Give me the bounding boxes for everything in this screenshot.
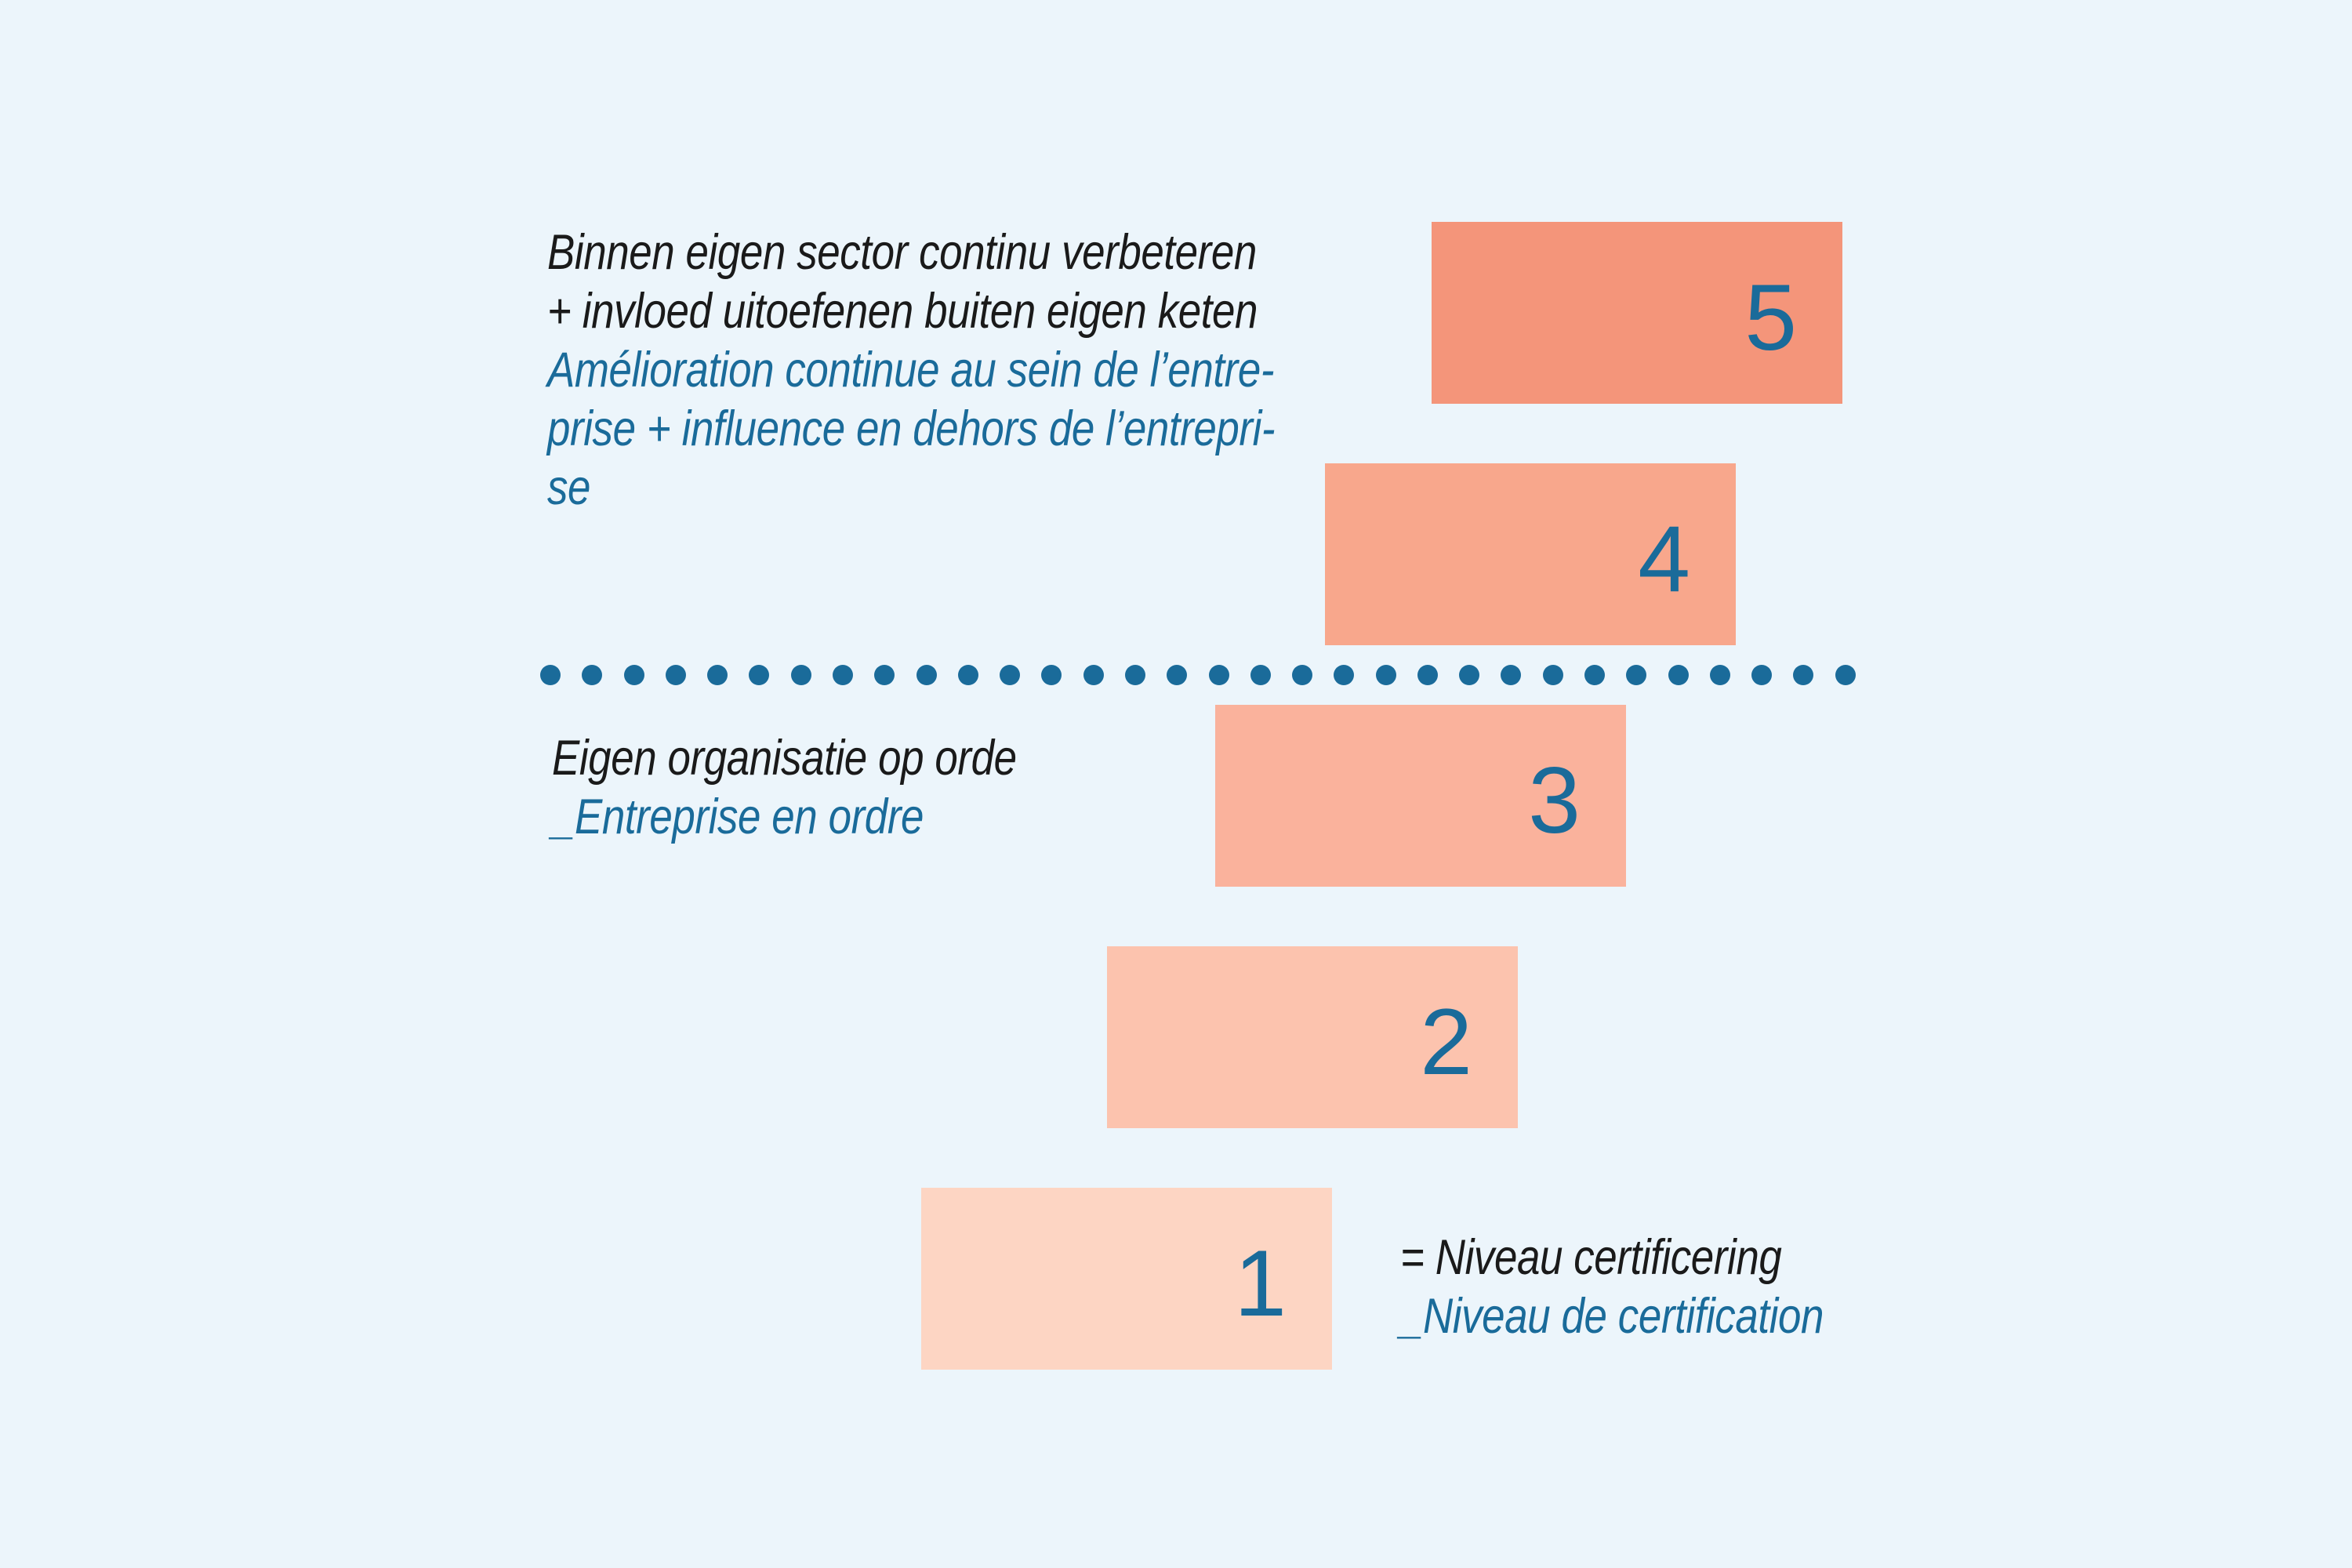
divider-dot bbox=[1083, 665, 1104, 685]
level-number-3: 3 bbox=[1528, 748, 1581, 853]
caption-top-fr-line2: prise + influence en dehors de l’entrepr… bbox=[547, 401, 1276, 456]
divider-dot bbox=[1793, 665, 1814, 685]
divider-dot bbox=[1417, 665, 1438, 685]
level-block-3: 3 bbox=[1215, 705, 1626, 887]
divider-dot bbox=[1208, 665, 1229, 685]
caption-middle: Eigen organisatie op orde _Entreprise en… bbox=[552, 729, 1017, 847]
level-block-1: 1 bbox=[921, 1188, 1332, 1370]
divider-dot bbox=[1668, 665, 1689, 685]
divider-dot bbox=[1751, 665, 1773, 685]
level-number-5: 5 bbox=[1744, 265, 1797, 370]
divider-dot bbox=[540, 665, 561, 685]
caption-legend: = Niveau certificering _Niveau de certif… bbox=[1400, 1229, 1824, 1346]
level-block-2: 2 bbox=[1107, 946, 1518, 1128]
caption-top: Binnen eigen sector continu verbeteren +… bbox=[547, 223, 1276, 517]
caption-top-nl-line2: + invloed uitoefenen buiten eigen keten bbox=[547, 284, 1258, 339]
divider-dot bbox=[1334, 665, 1355, 685]
divider-dot bbox=[874, 665, 895, 685]
divider-dot bbox=[1501, 665, 1522, 685]
divider-dot bbox=[1292, 665, 1313, 685]
divider-dot bbox=[832, 665, 853, 685]
divider-dot bbox=[916, 665, 937, 685]
divider-dot bbox=[749, 665, 770, 685]
level-number-2: 2 bbox=[1420, 989, 1472, 1094]
divider-dot bbox=[1167, 665, 1188, 685]
divider-dot bbox=[1124, 665, 1145, 685]
divider-dot bbox=[1542, 665, 1563, 685]
caption-legend-fr-line1: _Niveau de certification bbox=[1400, 1289, 1824, 1344]
divider-dot bbox=[790, 665, 811, 685]
divider-dot bbox=[1626, 665, 1647, 685]
level-block-4: 4 bbox=[1325, 463, 1736, 645]
caption-legend-nl-line1: = Niveau certificering bbox=[1400, 1230, 1782, 1285]
level-number-4: 4 bbox=[1638, 506, 1690, 612]
level-block-5: 5 bbox=[1432, 222, 1842, 404]
divider-dot bbox=[1709, 665, 1730, 685]
divider-dot bbox=[1459, 665, 1480, 685]
level-number-1: 1 bbox=[1234, 1231, 1287, 1336]
caption-middle-fr-line1: _Entreprise en ordre bbox=[552, 789, 924, 844]
divider-dot bbox=[1250, 665, 1271, 685]
divider-dot bbox=[1041, 665, 1062, 685]
caption-middle-nl-line1: Eigen organisatie op orde bbox=[552, 731, 1017, 786]
divider-dot bbox=[707, 665, 728, 685]
dotted-divider bbox=[540, 665, 1856, 685]
divider-dot bbox=[582, 665, 603, 685]
divider-dot bbox=[623, 665, 644, 685]
divider-dot bbox=[1835, 665, 1856, 685]
caption-top-fr-line1: Amélioration continue au sein de l’entre… bbox=[547, 343, 1275, 397]
divider-dot bbox=[665, 665, 686, 685]
divider-dot bbox=[957, 665, 978, 685]
caption-top-fr-line3: se bbox=[547, 460, 591, 515]
divider-dot bbox=[1375, 665, 1396, 685]
divider-dot bbox=[1000, 665, 1021, 685]
divider-dot bbox=[1584, 665, 1606, 685]
caption-top-nl-line1: Binnen eigen sector continu verbeteren bbox=[547, 225, 1257, 280]
